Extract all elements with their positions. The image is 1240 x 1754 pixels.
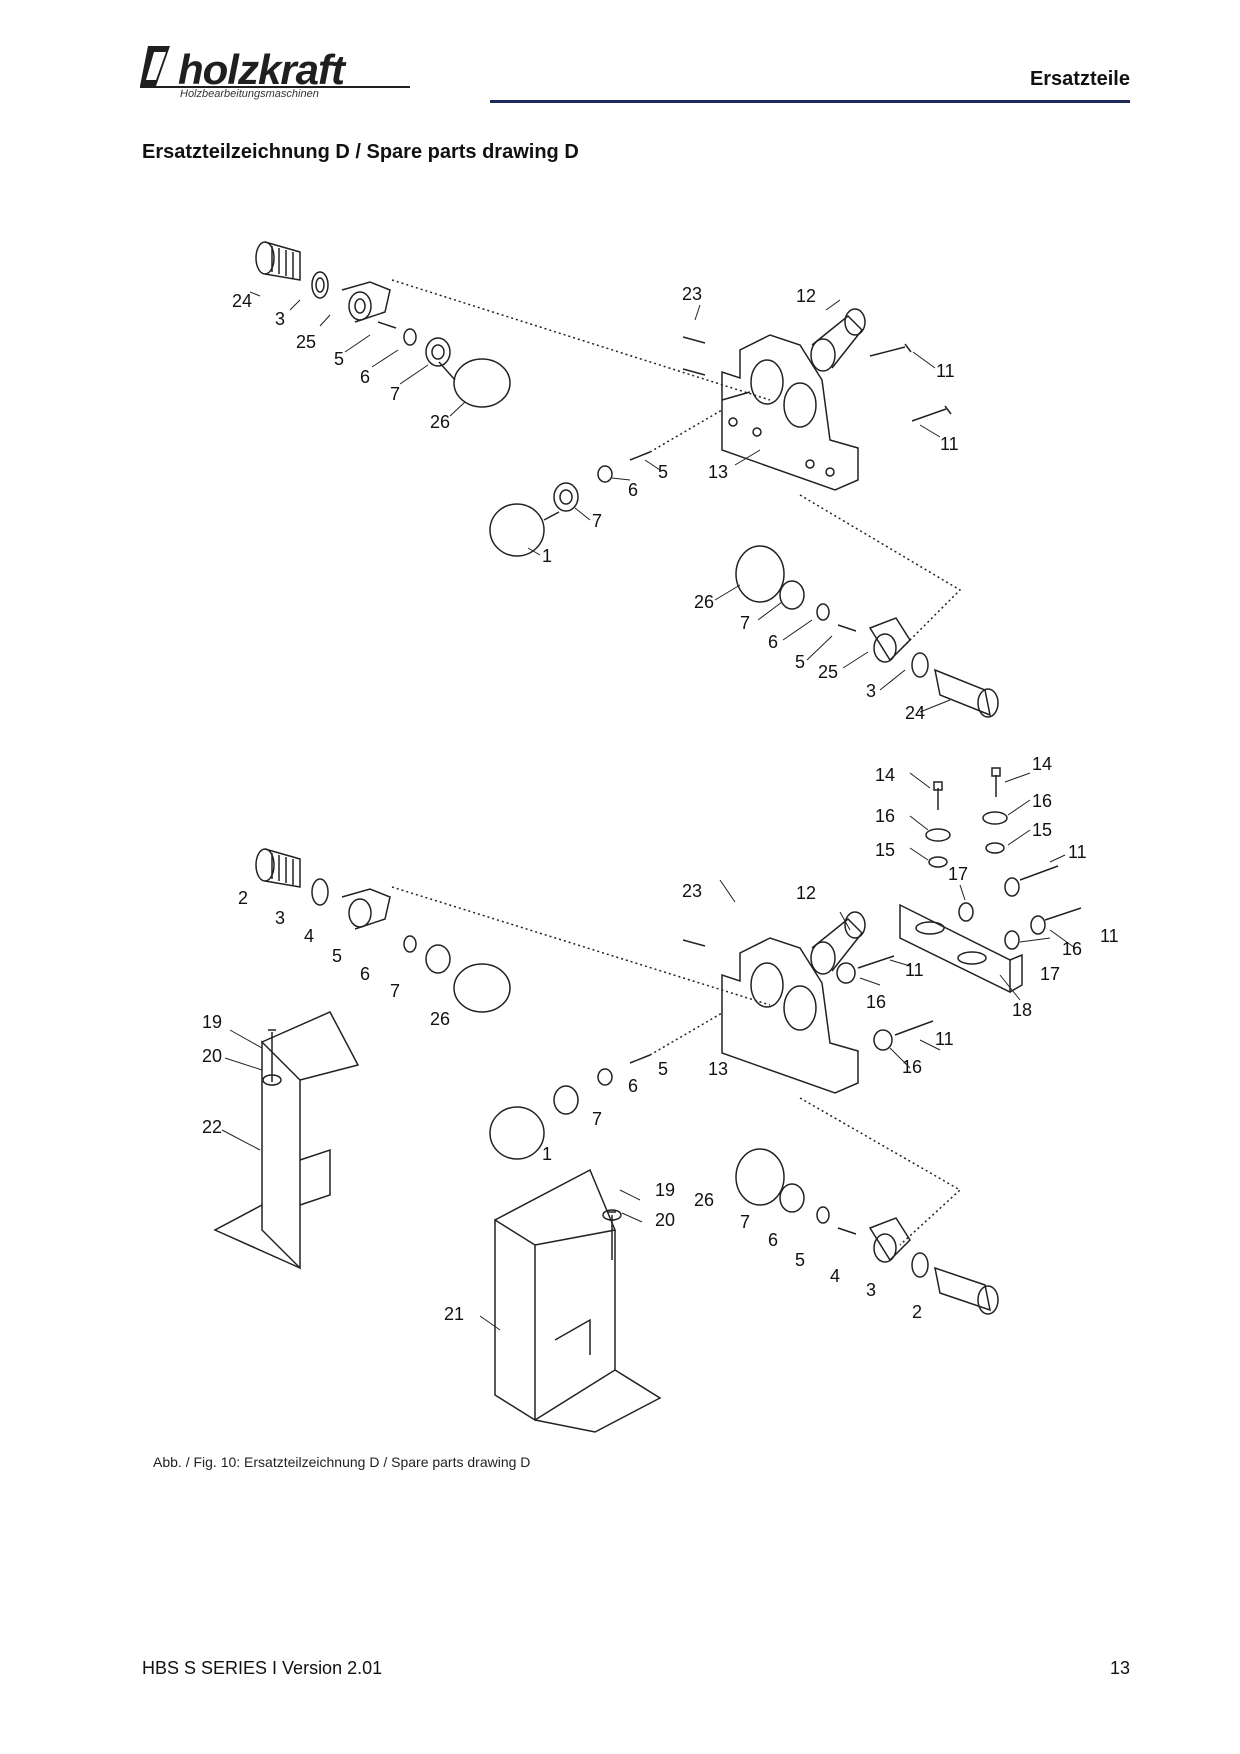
- callout-label: 3: [866, 1280, 876, 1300]
- callout-label: 11: [1100, 926, 1119, 946]
- set-screw-part: [682, 336, 706, 376]
- callout-label: 14: [875, 765, 895, 785]
- callout-label: 11: [936, 361, 955, 381]
- logo-underline: [140, 86, 410, 88]
- callout-label: 12: [796, 286, 816, 306]
- callout-label: 20: [202, 1046, 222, 1066]
- callout-label: 6: [360, 964, 370, 984]
- cap-screw-14: [933, 781, 943, 810]
- brand-wordmark: holzkraft: [178, 46, 345, 93]
- callout-label: 19: [655, 1180, 675, 1200]
- bolt-part: [255, 241, 301, 281]
- knob-part: [453, 358, 511, 408]
- nut-part: [311, 271, 329, 299]
- callout-label: 7: [390, 384, 400, 404]
- callout-label: 26: [694, 1190, 714, 1210]
- figure-caption: Abb. / Fig. 10: Ersatzteilzeichnung D / …: [153, 1454, 531, 1470]
- callout-label: 21: [444, 1304, 464, 1324]
- callout-label: 7: [740, 613, 750, 633]
- bottom-assembly: [213, 767, 1082, 1433]
- guard-part-21: [494, 1168, 662, 1433]
- callout-label: 11: [935, 1029, 954, 1049]
- callout-label: 24: [232, 291, 252, 311]
- callout-label: 5: [658, 462, 668, 482]
- callout-label: 6: [628, 480, 638, 500]
- callout-label: 11: [1068, 842, 1087, 862]
- callout-label: 7: [740, 1212, 750, 1232]
- footer-page-number: 13: [1109, 1658, 1130, 1678]
- sleeve-part: [810, 308, 866, 372]
- callout-label: 26: [430, 1009, 450, 1029]
- callout-label: 4: [304, 926, 314, 946]
- callout-label: 1: [542, 546, 552, 566]
- callout-label: 11: [940, 434, 959, 454]
- callout-label: 16: [902, 1057, 922, 1077]
- callout-label: 7: [592, 1109, 602, 1129]
- callout-label: 26: [430, 412, 450, 432]
- callout-label: 16: [875, 806, 895, 826]
- callout-label: 26: [694, 592, 714, 612]
- callout-label: 14: [1032, 754, 1052, 774]
- callout-label: 15: [875, 840, 895, 860]
- cap-screw-part: [869, 343, 912, 357]
- callout-label: 1: [542, 1144, 552, 1164]
- callout-label: 3: [275, 309, 285, 329]
- callout-label: 6: [768, 1230, 778, 1250]
- callout-label: 11: [905, 960, 924, 980]
- callout-label: 17: [1040, 964, 1060, 984]
- callout-label: 22: [202, 1117, 222, 1137]
- callout-label: 5: [332, 946, 342, 966]
- footer-document-version: HBS S SERIES I Version 2.01: [142, 1658, 383, 1678]
- callout-label: 7: [390, 981, 400, 1001]
- callout-label: 19: [202, 1012, 222, 1032]
- callout-label: 23: [682, 881, 702, 901]
- callout-label: 3: [275, 908, 285, 928]
- callout-label: 6: [360, 367, 370, 387]
- callout-label: 5: [658, 1059, 668, 1079]
- main-bracket-part: [721, 334, 859, 491]
- brand-subtitle: Holzbearbeitungsmaschinen: [176, 88, 323, 100]
- callout-label: 4: [830, 1266, 840, 1286]
- callout-label: 13: [708, 462, 728, 482]
- callout-label: 16: [1032, 791, 1052, 811]
- knob-part-lower: [489, 503, 545, 557]
- callout-label: 15: [1032, 820, 1052, 840]
- callout-label: 7: [592, 511, 602, 531]
- header-rule: [490, 100, 1130, 103]
- callout-label: 6: [768, 632, 778, 652]
- guard-part-22: [213, 1011, 360, 1270]
- callout-label: 5: [334, 349, 344, 369]
- top-assembly: [255, 241, 999, 718]
- callout-label: 20: [655, 1210, 675, 1230]
- callout-label: 24: [905, 703, 925, 723]
- callout-label: 17: [948, 864, 968, 884]
- mounting-plate-part: [899, 903, 1023, 994]
- callout-label: 3: [866, 681, 876, 701]
- brand-logo: holzkraft Holzbearbeitungsmaschinen: [140, 44, 430, 108]
- callout-label: 16: [866, 992, 886, 1012]
- logo-mark-icon: [140, 46, 170, 86]
- page-title: Ersatzteilzeichnung D / Spare parts draw…: [142, 141, 579, 163]
- callout-label: 2: [912, 1302, 922, 1322]
- callout-label: 12: [796, 883, 816, 903]
- callout-label: 25: [818, 662, 838, 682]
- callout-label: 25: [296, 332, 316, 352]
- callout-label: 13: [708, 1059, 728, 1079]
- screw-part: [377, 321, 397, 329]
- callout-label: 2: [238, 888, 248, 908]
- header-section-title: Ersatzteile: [1029, 68, 1130, 90]
- callout-label: 5: [795, 1250, 805, 1270]
- callout-label: 5: [795, 652, 805, 672]
- callout-label: 16: [1062, 939, 1082, 959]
- callout-label: 6: [628, 1076, 638, 1096]
- callout-label: 23: [682, 284, 702, 304]
- clamp-part: [341, 281, 391, 323]
- callout-label: 18: [1012, 1000, 1032, 1020]
